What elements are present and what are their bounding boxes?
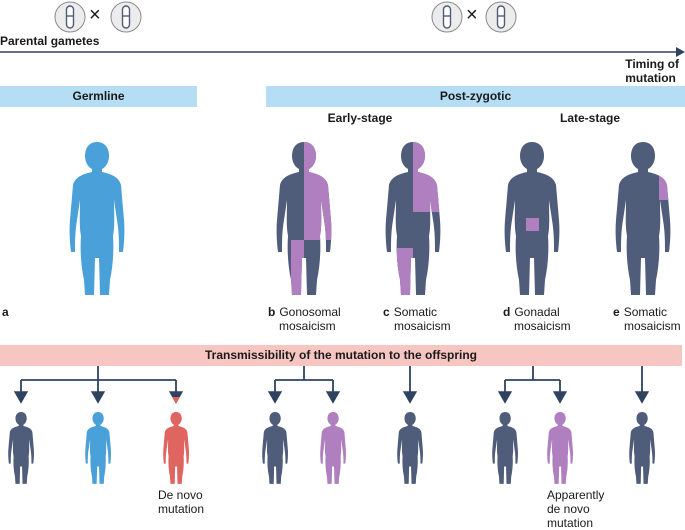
caption-a: a <box>2 305 13 319</box>
timing-label-line2: mutation <box>625 71 676 85</box>
offspring-germline-2 <box>85 411 111 484</box>
figure-germline <box>69 142 125 295</box>
offspring-somatic-early <box>397 411 423 484</box>
early-stage-label: Early-stage <box>327 111 393 125</box>
offspring-gonosomal-1 <box>262 411 288 484</box>
chromosome-icon-4 <box>485 1 517 33</box>
tree-gonadal <box>497 366 568 404</box>
caption-d-line1: Gonadal <box>514 305 560 319</box>
post-zygotic-band: Post-zygotic <box>266 86 685 107</box>
offspring-gonadal-2 <box>547 411 573 484</box>
caption-c-line2: mosaicism <box>394 319 451 333</box>
caption-e-line1: Somatic <box>623 305 668 319</box>
chromosome-icon-3 <box>431 1 463 33</box>
offspring-germline-1 <box>8 411 34 484</box>
apparent-line2: de novo <box>547 502 590 516</box>
timing-label-line1: Timing of <box>625 57 679 71</box>
caption-e-line2: mosaicism <box>624 319 681 333</box>
offspring-germline-3 <box>163 411 189 484</box>
germline-band: Germline <box>0 86 197 107</box>
chromosome-icon-1 <box>54 1 86 33</box>
de-novo-mark <box>172 397 180 404</box>
caption-c-line1: Somatic <box>393 305 438 319</box>
timing-of-mutation-label: Timing of mutation <box>625 57 679 85</box>
caption-b-line1: Gonosomal <box>279 305 341 319</box>
figure-gonosomal <box>276 142 332 295</box>
parental-gametes-label: Parental gametes <box>0 34 100 48</box>
de-novo-line2: mutation <box>158 502 205 516</box>
tree-germline <box>13 366 184 404</box>
figure-somatic-early <box>385 142 441 295</box>
caption-b-line2: mosaicism <box>279 319 336 333</box>
transmissibility-band: Transmissibility of the mutation to the … <box>0 345 682 366</box>
cross-symbol-2: × <box>466 4 478 26</box>
tree-gonosomal <box>267 366 341 404</box>
offspring-somatic-late <box>629 411 655 484</box>
offspring-gonosomal-2 <box>320 411 346 484</box>
apparent-line3: mutation <box>547 516 594 530</box>
caption-e-letter: e <box>613 305 620 319</box>
offspring-gonadal-1 <box>492 411 518 484</box>
caption-d-letter: d <box>503 305 511 319</box>
caption-d-line2: mosaicism <box>514 319 571 333</box>
caption-a-letter: a <box>2 305 9 319</box>
caption-c-letter: c <box>383 305 390 319</box>
late-stage-label: Late-stage <box>559 111 621 125</box>
chromosome-icon-2 <box>110 1 142 33</box>
cross-symbol-1: × <box>89 4 101 26</box>
de-novo-line1: De novo <box>158 488 203 502</box>
figure-gonadal <box>504 142 560 295</box>
apparent-line1: Apparently <box>547 488 605 502</box>
caption-b-letter: b <box>268 305 276 319</box>
timeline-arrowhead <box>676 47 685 57</box>
figure-somatic-late <box>615 142 671 295</box>
de-novo-note: De novo mutation <box>158 488 204 516</box>
